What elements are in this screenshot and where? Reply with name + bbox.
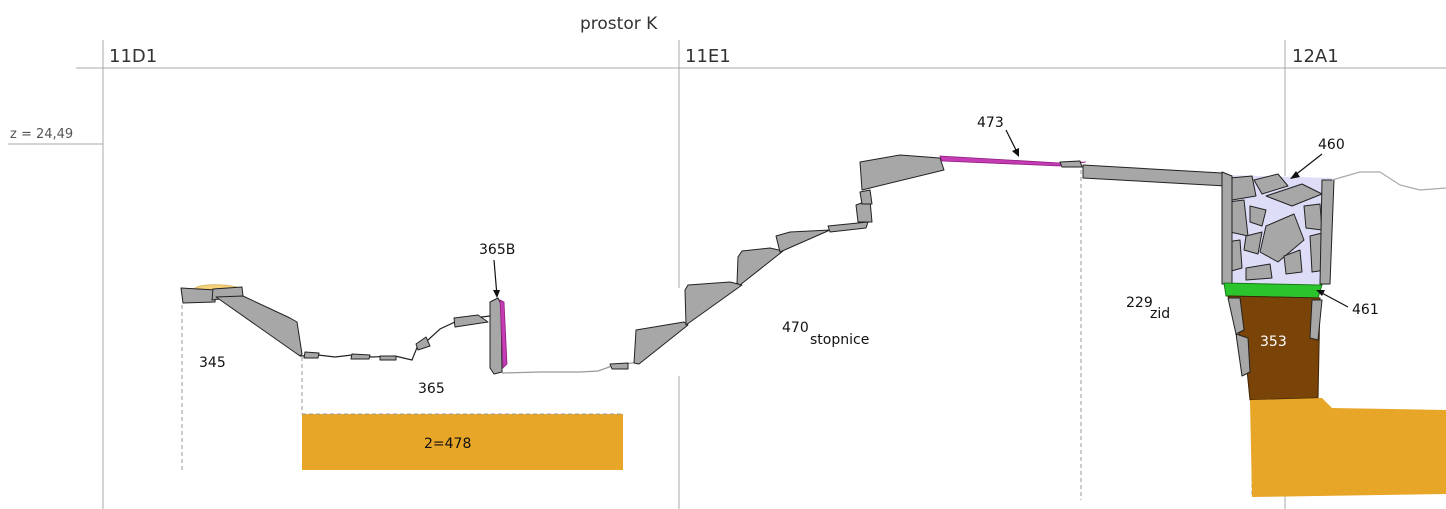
stair-stone-1: [633, 321, 689, 365]
stone-365B: [489, 297, 503, 375]
stone-365-c: [379, 355, 397, 361]
stair-stone-3: [736, 247, 784, 286]
grid-label-11E1: 11E1: [685, 46, 731, 67]
stone-353-right: [1309, 299, 1323, 341]
stone-460-a: [1229, 175, 1257, 201]
stone-460-b: [1253, 173, 1289, 195]
label-460: 460: [1318, 137, 1345, 153]
stone-460-g: [1303, 203, 1323, 231]
grid-label-11D1: 11D1: [109, 46, 157, 67]
arrowhead-473: [1012, 148, 1019, 157]
stone-460-f: [1259, 213, 1305, 263]
arrow-460: [1293, 153, 1323, 177]
layer-365B: [499, 299, 508, 369]
stone-353-left: [1227, 297, 1245, 335]
stone-345-slope: [215, 295, 303, 357]
label-229: 229: [1126, 295, 1153, 311]
arrowhead-460: [1290, 171, 1300, 179]
arrowhead-365B: [493, 290, 500, 298]
stone-473-small: [1059, 160, 1083, 168]
stone-460-e: [1249, 205, 1267, 227]
stone-460-j: [1283, 249, 1303, 275]
layer-orange-right: [1250, 398, 1446, 497]
label-353: 353: [1260, 334, 1287, 350]
label-345: 345: [199, 355, 226, 371]
stone-365-d: [415, 336, 431, 351]
arrow-461: [1319, 291, 1349, 308]
stone-353-left-2: [1235, 333, 1251, 377]
surface-right: [1331, 171, 1446, 191]
stair-stone-5: [827, 221, 869, 233]
stair-stone-7: [859, 189, 873, 205]
elevation-label: z = 24,49: [10, 127, 73, 142]
stone-long-slab: [1082, 164, 1227, 187]
stone-365-b: [350, 353, 371, 360]
label-470-sub: stopnice: [810, 332, 869, 348]
stone-460-l: [1245, 263, 1273, 281]
section-title: prostor K: [580, 14, 658, 34]
label-470: 470: [782, 320, 809, 336]
stair-stone-2: [684, 281, 743, 326]
stone-365-a: [303, 351, 320, 359]
stair-stone-4: [775, 229, 831, 253]
grid-label-12A1: 12A1: [1292, 46, 1339, 67]
label-473: 473: [977, 115, 1004, 131]
stone-345-a: [180, 287, 217, 304]
layer-2-478: [302, 414, 623, 470]
label-2-478: 2=478: [424, 436, 471, 452]
stone-460-h: [1243, 231, 1263, 255]
label-461: 461: [1352, 302, 1379, 318]
stone-wall-right-top: [1319, 179, 1335, 285]
stair-stone-8: [859, 154, 945, 191]
stone-wall-left-top: [1221, 171, 1233, 285]
label-229-sub: zid: [1150, 306, 1170, 322]
label-365: 365: [418, 381, 445, 397]
stone-365-e: [453, 314, 489, 328]
arrowhead-461: [1316, 290, 1325, 296]
stone-mid-small: [609, 362, 629, 370]
label-365B: 365B: [479, 242, 515, 258]
